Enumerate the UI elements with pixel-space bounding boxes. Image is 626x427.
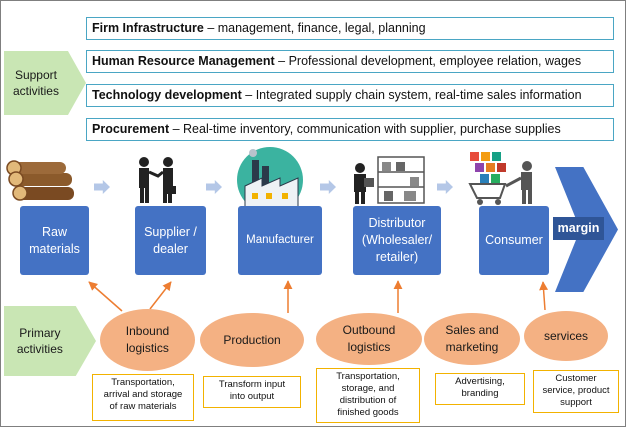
note-text: distribution of bbox=[339, 395, 397, 406]
note-production: Transform input into output bbox=[203, 376, 301, 408]
box-text-line: Manufacturer bbox=[246, 234, 314, 246]
support-bar-technology-development: Technology development – Integrated supp… bbox=[86, 84, 614, 107]
factory-icon bbox=[237, 147, 303, 213]
note-sales: Advertising, branding bbox=[435, 373, 525, 405]
note-outbound: Transportation, storage, and distributio… bbox=[316, 368, 420, 423]
box-supplier-dealer: Supplier / dealer bbox=[135, 206, 206, 275]
box-text-line: dealer bbox=[153, 241, 188, 256]
margin-label: margin bbox=[553, 217, 604, 240]
flow-arrow-3 bbox=[320, 180, 336, 194]
support-label-line2: activities bbox=[12, 84, 59, 98]
box-text-line: Raw bbox=[41, 224, 67, 239]
logs-icon bbox=[6, 160, 74, 201]
box-text-line: Distributor bbox=[368, 216, 426, 230]
flow-arrow-1 bbox=[94, 180, 110, 194]
note-text: support bbox=[560, 397, 592, 408]
bar-desc: – Real-time inventory, communication wit… bbox=[169, 122, 561, 136]
bar-title: Firm Infrastructure bbox=[92, 21, 204, 35]
box-consumer: Consumer bbox=[479, 206, 549, 275]
note-text: arrival and storage bbox=[103, 389, 183, 400]
bar-title: Procurement bbox=[92, 122, 170, 136]
support-activities-label: Support activities bbox=[4, 51, 86, 115]
ellipse-sales-marketing: Sales and marketing bbox=[424, 313, 520, 365]
primary-label-line1: Primary bbox=[19, 326, 61, 340]
box-text-line: materials bbox=[29, 241, 80, 256]
note-text: branding bbox=[461, 388, 499, 399]
support-bar-hr-management: Human Resource Management – Professional… bbox=[86, 50, 614, 73]
box-text-line: Supplier / bbox=[144, 224, 197, 239]
note-text: Transportation, bbox=[111, 377, 175, 388]
ellipse-services: services bbox=[524, 311, 608, 361]
flow-arrow-4 bbox=[437, 180, 453, 194]
note-text: of raw materials bbox=[109, 401, 177, 412]
ellipse-text: Inbound bbox=[125, 324, 170, 338]
arrow-to-raw bbox=[88, 281, 123, 312]
warehouse-worker-icon bbox=[354, 156, 425, 204]
box-raw-materials: Raw materials bbox=[20, 206, 89, 275]
primary-activities-label: Primary activities bbox=[4, 306, 96, 376]
note-text: Transportation, bbox=[336, 371, 400, 382]
box-manufacturer: Manufacturer bbox=[238, 206, 322, 275]
primary-label-line2: activities bbox=[16, 342, 63, 356]
note-text: into output bbox=[229, 391, 275, 402]
support-label-line1: Support bbox=[14, 68, 57, 82]
handshake-icon bbox=[139, 157, 176, 203]
bar-desc: – management, finance, legal, planning bbox=[203, 21, 426, 35]
note-text: service, product bbox=[542, 385, 610, 396]
shopping-cart-icon bbox=[468, 152, 532, 205]
note-inbound: Transportation, arrival and storage of r… bbox=[92, 374, 194, 421]
ellipse-production: Production bbox=[200, 313, 304, 367]
flow-arrow-2 bbox=[206, 180, 222, 194]
box-text-line: retailer) bbox=[375, 250, 419, 264]
note-text: storage, and bbox=[341, 383, 395, 394]
bar-desc: – Professional development, employee rel… bbox=[274, 54, 582, 68]
bar-title: Technology development bbox=[92, 88, 242, 102]
ellipse-text: Outbound bbox=[342, 323, 396, 337]
note-text: Advertising, bbox=[455, 376, 505, 387]
arrow-to-consumer bbox=[539, 281, 549, 311]
ellipse-text: services bbox=[543, 328, 588, 343]
ellipse-text: logistics bbox=[126, 341, 169, 355]
box-text-line: (Wholesaler/ bbox=[361, 233, 433, 247]
note-text: Transform input bbox=[218, 379, 286, 390]
ellipse-text: marketing bbox=[445, 340, 499, 354]
ellipse-text: Production bbox=[223, 332, 281, 347]
ellipse-outbound-logistics: Outbound logistics bbox=[316, 313, 422, 365]
support-bar-procurement: Procurement – Real-time inventory, commu… bbox=[86, 118, 614, 141]
ellipse-inbound-logistics: Inbound logistics bbox=[100, 309, 195, 371]
note-text: finished goods bbox=[337, 407, 399, 418]
box-text-line: Consumer bbox=[485, 233, 543, 247]
support-bar-firm-infrastructure: Firm Infrastructure – management, financ… bbox=[86, 17, 614, 40]
ellipse-text: Sales and bbox=[445, 323, 499, 337]
bar-desc: – Integrated supply chain system, real-t… bbox=[241, 88, 582, 102]
box-distributor: Distributor (Wholesaler/retailer) bbox=[353, 206, 441, 275]
ellipse-text: logistics bbox=[347, 340, 391, 354]
bar-title: Human Resource Management bbox=[92, 54, 275, 68]
note-text: Customer bbox=[555, 373, 597, 384]
note-services: Customer service, product support bbox=[533, 370, 619, 413]
arrow-to-supplier bbox=[149, 281, 172, 310]
